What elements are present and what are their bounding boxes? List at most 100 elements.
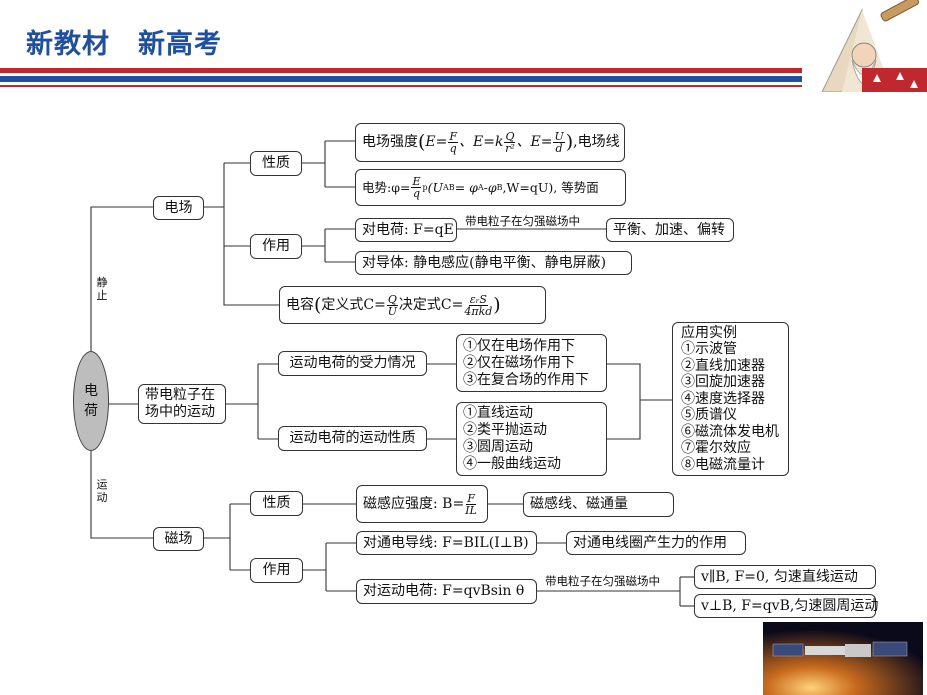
root-label-line2: 荷 bbox=[84, 403, 98, 419]
capacitance-dec-num: εᵣS bbox=[468, 292, 488, 306]
magnetic-perpendicular-box: v⊥B, F=qvB,匀速圆周运动 bbox=[694, 594, 878, 618]
force-item: ①仅在电场作用下 bbox=[463, 337, 575, 354]
e1-den: q bbox=[449, 142, 457, 155]
header-band-thin bbox=[0, 85, 927, 87]
electric-uniform-note: 带电粒子在匀强磁场中 bbox=[465, 214, 580, 228]
application-item: ⑥磁流体发电机 bbox=[681, 423, 779, 440]
magnetic-parallel-box: v∥B, F=0, 匀速直线运动 bbox=[694, 565, 876, 589]
particle-motion-line2: 场中的运动 bbox=[145, 404, 215, 420]
potential-sub-b: B bbox=[496, 183, 503, 192]
e3-den: d bbox=[555, 142, 563, 155]
capacitance-lead: 电容 bbox=[286, 296, 314, 313]
potential-num: E bbox=[411, 175, 422, 188]
capacitance-def-text: 定义式C= bbox=[321, 296, 386, 313]
e3-num: U bbox=[553, 130, 565, 143]
motion-item: ①直线运动 bbox=[463, 405, 533, 421]
magnetic-properties-node: 性质 bbox=[250, 491, 303, 516]
root-label-line1: 电 bbox=[84, 383, 98, 399]
capacitance-def-den: U bbox=[387, 304, 398, 318]
magnetic-induction-lead: 磁感应强度: B= bbox=[363, 495, 465, 512]
e2-lhs: 、E=k bbox=[459, 134, 504, 150]
cap-paren-open: ( bbox=[314, 293, 322, 316]
header-band-red bbox=[0, 68, 927, 73]
branch-label-moving: 运 动 bbox=[95, 478, 109, 504]
electric-on-charge-box: 对电荷: F=qE bbox=[355, 218, 457, 242]
force-condition-node: 运动电荷的受力情况 bbox=[278, 351, 427, 376]
application-item: ④速度选择器 bbox=[681, 390, 765, 407]
potential-den: q bbox=[412, 187, 420, 200]
cap-paren-close: ) bbox=[493, 293, 501, 316]
application-item: ②直线加速器 bbox=[681, 357, 765, 374]
potential-rest: (U bbox=[427, 180, 444, 195]
magnetic-on-moving-box: 对运动电荷: F=qvBsin θ bbox=[356, 579, 537, 604]
electric-on-conductor-box: 对导体: 静电感应(静电平衡、静电屏蔽) bbox=[355, 251, 632, 275]
force-item: ③在复合场的作用下 bbox=[463, 371, 589, 388]
branch-moving-char1: 运 bbox=[96, 478, 108, 491]
electric-effects-node: 作用 bbox=[250, 234, 302, 259]
motion-item: ③圆周运动 bbox=[463, 439, 533, 455]
header-band-blue bbox=[0, 76, 927, 82]
e1-lhs: E= bbox=[425, 134, 448, 150]
magnetic-induction-den: IL bbox=[465, 503, 477, 517]
magnetic-induction-num: F bbox=[466, 491, 476, 505]
force-items-box: ①仅在电场作用下 ②仅在磁场作用下 ③在复合场的作用下 bbox=[456, 334, 607, 392]
capacitance-dec-den: 4πkd bbox=[464, 304, 493, 318]
magnetic-uniform-note: 带电粒子在匀强磁场中 bbox=[545, 574, 660, 588]
magnetic-on-wire-box: 对通电导线: F=BIL(I⊥B) bbox=[356, 531, 537, 555]
paren-open: ( bbox=[418, 131, 426, 153]
branch-static-char1: 静 bbox=[96, 276, 108, 289]
capacitance-dec-text: 决定式C= bbox=[398, 296, 464, 313]
motion-item: ②类平抛运动 bbox=[463, 422, 547, 438]
potential-lead: 电势:φ= bbox=[362, 180, 411, 195]
potential-sup: p bbox=[422, 183, 428, 192]
electric-properties-node: 性质 bbox=[250, 151, 302, 176]
application-item: ①示波管 bbox=[681, 341, 737, 358]
field-strength-tail: ,电场线 bbox=[573, 134, 620, 150]
application-item: ⑦霍尔效应 bbox=[681, 440, 751, 457]
potential-rest4: ,W=qU), 等势面 bbox=[502, 180, 599, 195]
particle-motion-line1: 带电粒子在 bbox=[145, 387, 215, 403]
motion-item: ④一般曲线运动 bbox=[463, 456, 561, 472]
applications-title: 应用实例 bbox=[681, 324, 737, 341]
potential-sub-a: A bbox=[477, 183, 484, 192]
application-item: ⑤质谱仪 bbox=[681, 407, 737, 424]
force-item: ②仅在磁场作用下 bbox=[463, 354, 575, 371]
capacitance-def-num: Q bbox=[386, 292, 398, 306]
e3-lhs: 、E= bbox=[516, 134, 553, 150]
magnetic-effects-node: 作用 bbox=[250, 558, 303, 583]
e1-num: F bbox=[448, 130, 459, 143]
astronomer-illustration-icon bbox=[802, 0, 927, 92]
root-charge-node: 电 荷 bbox=[73, 351, 109, 451]
motion-items-box: ①直线运动 ②类平抛运动 ③圆周运动 ④一般曲线运动 bbox=[456, 402, 607, 476]
field-strength-lead: 电场强度 bbox=[362, 134, 418, 150]
magnetic-wire-result-box: 对通电线圈产生力的作用 bbox=[566, 531, 746, 555]
potential-rest2: = φ bbox=[454, 180, 478, 195]
particle-motion-node: 带电粒子在 场中的运动 bbox=[138, 384, 226, 424]
applications-box: 应用实例 ①示波管 ②直线加速器 ③回旋加速器 ④速度选择器 ⑤质谱仪 ⑥磁流体… bbox=[672, 322, 789, 476]
e2-den: r² bbox=[505, 142, 515, 155]
branch-label-static: 静 止 bbox=[95, 276, 109, 302]
magnetic-lines-box: 磁感线、磁通量 bbox=[523, 492, 674, 517]
motion-nature-node: 运动电荷的运动性质 bbox=[278, 426, 427, 451]
application-item: ③回旋加速器 bbox=[681, 374, 765, 391]
spacecraft-illustration-icon bbox=[763, 622, 923, 695]
branch-moving-char2: 动 bbox=[96, 491, 108, 504]
magnetic-field-node: 磁场 bbox=[153, 527, 204, 551]
e2-num: Q bbox=[504, 130, 516, 143]
application-item: ⑧电磁流量计 bbox=[681, 456, 765, 473]
branch-static-char2: 止 bbox=[96, 289, 108, 302]
paren-close: ) bbox=[565, 131, 574, 153]
page-title: 新教材 新高考 bbox=[26, 29, 222, 60]
